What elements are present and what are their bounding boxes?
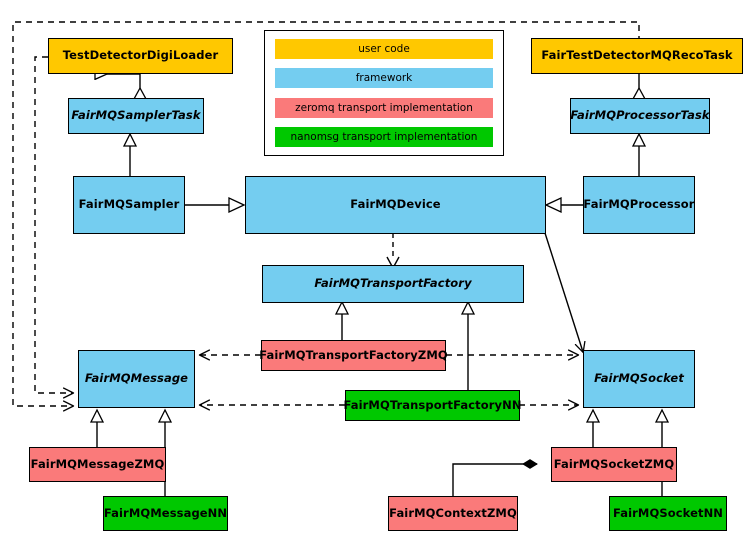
node-fairmqsamplertask[interactable]: FairMQSamplerTask — [68, 98, 204, 134]
node-label: FairMQProcessor — [583, 197, 695, 212]
legend-item-framework: framework — [275, 68, 493, 89]
node-fairmqsocketnn[interactable]: FairMQSocketNN — [609, 496, 727, 531]
node-fairmqmessagezmq[interactable]: FairMQMessageZMQ — [29, 447, 166, 482]
legend-panel: user code framework zeromq transport imp… — [264, 30, 504, 156]
node-fairmqsampler[interactable]: FairMQSampler — [73, 176, 185, 234]
arrowhead-tfnn-up — [460, 300, 476, 315]
legend-label: framework — [355, 72, 413, 85]
node-fairtestdetectormqrecotask[interactable]: FairTestDetectorMQRecoTask — [531, 38, 743, 74]
node-fairmqmessagenn[interactable]: FairMQMessageNN — [103, 496, 228, 531]
legend-item-user-code: user code — [275, 39, 493, 59]
node-label: FairMQSocketNN — [612, 505, 724, 520]
node-label: FairMQContextZMQ — [389, 505, 517, 520]
legend-label: user code — [358, 43, 410, 55]
node-fairmqtransportfactorynn[interactable]: FairMQTransportFactoryNN — [343, 390, 522, 421]
node-fairmqmessage[interactable]: FairMQMessage — [78, 350, 195, 408]
node-fairmqsocketzmq[interactable]: FairMQSocketZMQ — [551, 447, 677, 482]
node-fairmqprocessortask[interactable]: FairMQProcessorTask — [570, 98, 710, 134]
node-fairmqtransportfactory[interactable]: FairMQTransportFactory — [262, 265, 524, 303]
arrowhead-messagenn-up — [157, 408, 173, 423]
node-label: FairMQSamplerTask — [71, 108, 201, 123]
edge-device-to-socket — [544, 232, 583, 352]
node-label: FairTestDetectorMQRecoTask — [541, 48, 733, 63]
node-label: FairMQDevice — [350, 197, 441, 212]
legend-label: nanomsg transport implementation — [290, 130, 478, 143]
node-label: FairMQMessageZMQ — [30, 456, 165, 471]
legend-item-zeromq: zeromq transport implementation — [275, 97, 493, 118]
node-fairmqdevice[interactable]: FairMQDevice — [245, 176, 546, 234]
node-label: TestDetectorDigiLoader — [62, 48, 219, 63]
arrowhead-messagezmq-up — [89, 408, 105, 423]
node-testdetectordigiloader[interactable]: TestDetectorDigiLoader — [48, 38, 233, 74]
node-label: FairMQTransportFactoryNN — [343, 397, 522, 412]
arrowhead-socketnn-up — [654, 408, 670, 423]
legend-label: zeromq transport implementation — [295, 101, 473, 114]
arrowhead-sampler-right — [228, 196, 246, 214]
node-label: FairMQSocket — [594, 371, 684, 386]
arrowhead-sampler-up — [122, 132, 138, 147]
node-fairmqsocket[interactable]: FairMQSocket — [583, 350, 695, 408]
node-label: FairMQMessage — [84, 371, 189, 386]
arrowhead-tfzmq-up — [334, 300, 350, 315]
node-label: FairMQMessageNN — [103, 505, 228, 520]
node-label: FairMQSocketZMQ — [553, 456, 675, 471]
node-fairmqprocessor[interactable]: FairMQProcessor — [583, 176, 695, 234]
node-fairmqtransportfactoryzmq[interactable]: FairMQTransportFactoryZMQ — [259, 340, 448, 371]
node-label: FairMQSampler — [78, 197, 180, 212]
arrowhead-socketzmq-up — [585, 408, 601, 423]
node-label: FairMQTransportFactory — [314, 276, 472, 291]
edge-contextzmq-to-socketzmq — [452, 459, 538, 496]
arrowhead-processor-left — [544, 196, 562, 214]
node-fairmqcontextzmq[interactable]: FairMQContextZMQ — [388, 496, 518, 531]
legend-item-nanomsg: nanomsg transport implementation — [275, 126, 493, 147]
arrowhead-processor-up — [631, 132, 647, 147]
node-label: FairMQTransportFactoryZMQ — [259, 347, 448, 362]
node-label: FairMQProcessorTask — [570, 108, 710, 123]
